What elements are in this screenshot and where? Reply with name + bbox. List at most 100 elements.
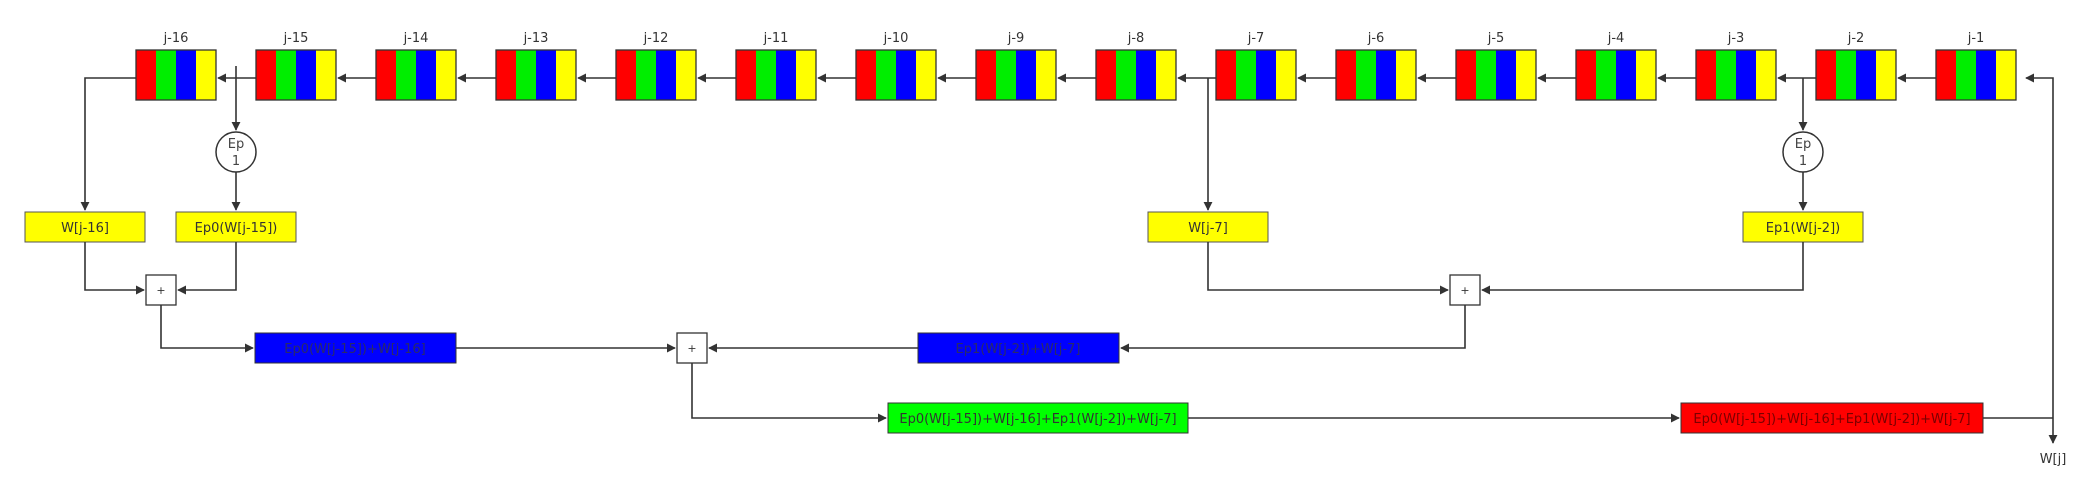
adder-left: + [145,274,177,306]
arrow-j16-to-w-j16 [80,77,136,211]
register-stripe [796,50,816,100]
register-stripe [276,50,296,100]
box-ep0-w-j15-text: Ep0(W[j-15]) [195,221,278,236]
register-stripe [1816,50,1836,100]
register-stripe [1516,50,1536,100]
adder-left-symbol: + [156,284,165,297]
box-sum-right-text: Ep1(W[j-2])+W[j-7] [956,342,1081,357]
box-total-red-text: Ep0(W[j-15])+W[j-16]+Ep1(W[j-2])+W[j-7] [1693,412,1970,427]
adder-middle: + [676,332,708,364]
register-j-1: j-1 [1935,31,2017,101]
register-stripe [1256,50,1276,100]
register-j-3: j-3 [1695,31,1777,101]
register-j-16: j-16 [135,31,217,101]
register-stripe [1016,50,1036,100]
register-stripe [1636,50,1656,100]
register-stripe [1396,50,1416,100]
register-stripe [1736,50,1756,100]
box-total-green-text: Ep0(W[j-15])+W[j-16]+Ep1(W[j-2])+W[j-7] [899,412,1176,427]
register-stripe [616,50,636,100]
ep1-node-right: Ep 1 [1782,131,1824,173]
register-stripe [416,50,436,100]
register-outline [1215,49,1297,101]
box-sum-left-text: Ep0(W[j-15])+W[j-16] [284,342,425,357]
adder-middle-symbol: + [687,342,696,355]
register-label: j-12 [643,31,669,46]
register-label: j-4 [1607,31,1625,46]
register-stripe [916,50,936,100]
register-stripe [636,50,656,100]
register-stripe [1476,50,1496,100]
register-stripe [436,50,456,100]
register-j-14: j-14 [375,31,457,101]
ep-node-left-line2: 1 [232,154,240,169]
register-label: j-8 [1127,31,1145,46]
register-stripe [1696,50,1716,100]
register-label: j-11 [763,31,789,46]
box-ep0-w-j15: Ep0(W[j-15]) [175,211,297,243]
box-w-j16: W[j-16] [24,211,146,243]
box-sum-right: Ep1(W[j-2])+W[j-7] [917,332,1120,364]
box-w-j16-text: W[j-16] [61,221,109,236]
register-label: j-14 [403,31,429,46]
arrow-w-j7-to-adder-right [1207,242,1449,295]
register-stripe [1156,50,1176,100]
adder-right-symbol: + [1460,284,1469,297]
register-stripe [1376,50,1396,100]
register-outline [855,49,937,101]
arrow-adder-middle-to-total-green [691,363,887,423]
ep1-node-left: Ep 1 [215,131,257,173]
ep-node-right-line2: 1 [1799,154,1807,169]
register-stripe [176,50,196,100]
register-label: j-5 [1487,31,1505,46]
register-stripe [976,50,996,100]
register-stripe [876,50,896,100]
register-stripe [496,50,516,100]
register-outline [975,49,1057,101]
register-j-2: j-2 [1815,31,1897,101]
register-stripe [856,50,876,100]
register-stripe [1136,50,1156,100]
register-stripe [1956,50,1976,100]
box-sum-left: Ep0(W[j-15])+W[j-16] [254,332,457,364]
register-stripe [1356,50,1376,100]
register-stripe [996,50,1016,100]
register-stripe [1936,50,1956,100]
register-outline [615,49,697,101]
box-w-j7: W[j-7] [1147,211,1269,243]
register-stripe [1456,50,1476,100]
register-stripe [1836,50,1856,100]
output-label-w-j: W[j] [2040,452,2067,467]
register-stripe [1216,50,1236,100]
connector-arrows [80,66,2058,444]
register-label: j-15 [283,31,309,46]
register-stripe [536,50,556,100]
register-stripe [676,50,696,100]
register-stripe [1276,50,1296,100]
register-outline [1575,49,1657,101]
register-outline [375,49,457,101]
register-label: j-2 [1847,31,1865,46]
register-stripe [376,50,396,100]
box-total-green: Ep0(W[j-15])+W[j-16]+Ep1(W[j-2])+W[j-7] [887,402,1189,434]
register-stripe [736,50,756,100]
register-stripe [1596,50,1616,100]
register-j-11: j-11 [735,31,817,101]
register-stripe [1996,50,2016,100]
register-label: j-10 [883,31,909,46]
register-j-4: j-4 [1575,31,1657,101]
register-outline [735,49,817,101]
register-label: j-3 [1727,31,1745,46]
register-stripe [1616,50,1636,100]
register-stripe [1336,50,1356,100]
register-stripe [1716,50,1736,100]
arrow-ep1-box-to-adder-right [1481,242,1804,295]
register-outline [255,49,337,101]
arrow-w-j16-to-adder-left [84,242,145,295]
register-stripe [396,50,416,100]
arrow-adder-left-to-sum-left [160,305,254,353]
register-j-12: j-12 [615,31,697,101]
register-stripe [296,50,316,100]
